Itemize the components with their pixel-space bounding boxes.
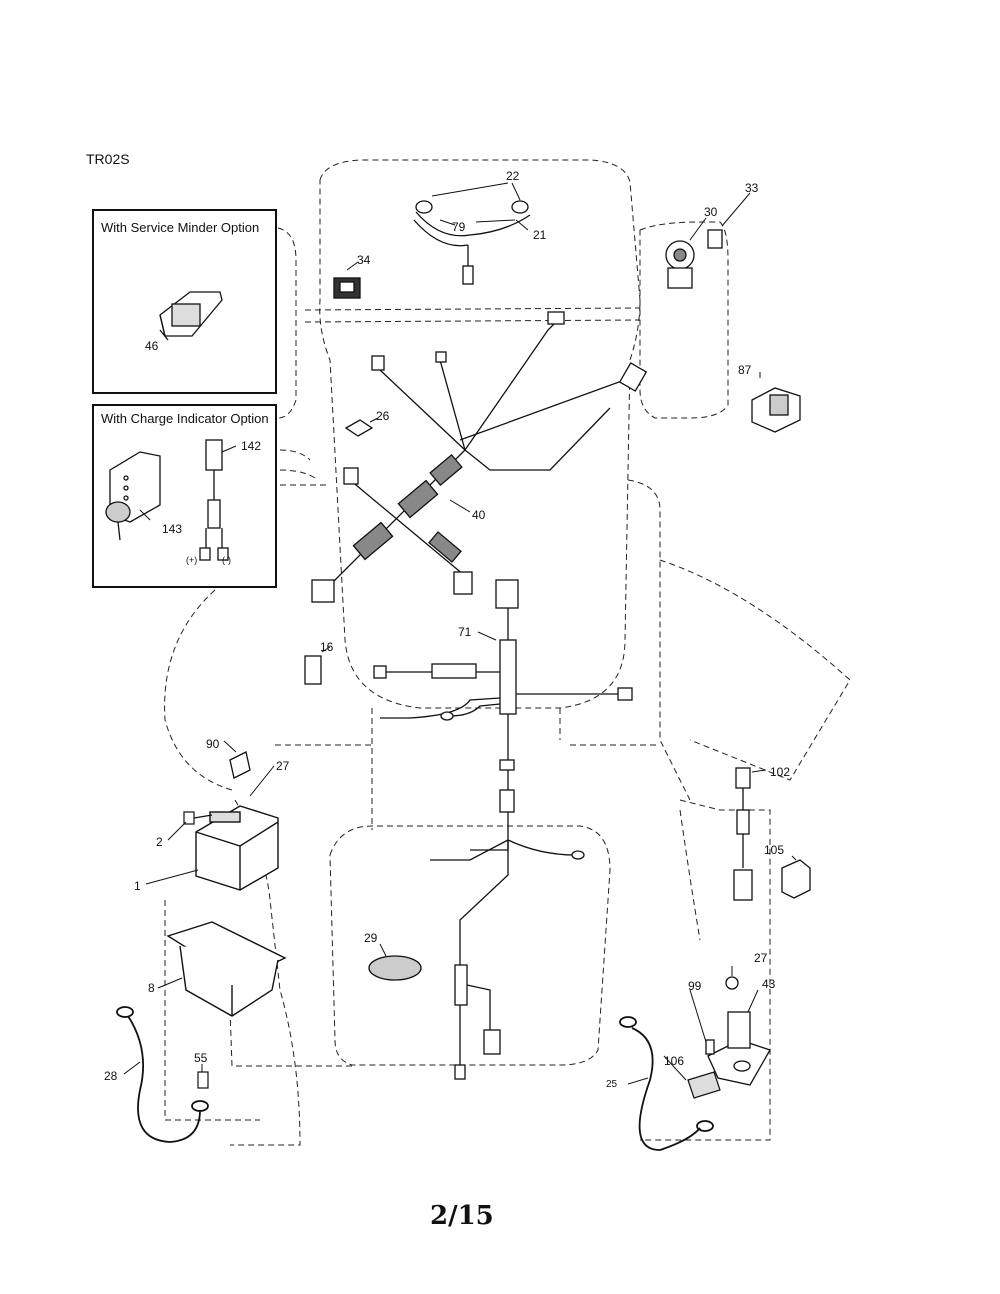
switch-34 bbox=[333, 277, 361, 299]
grommet-29 bbox=[368, 955, 422, 981]
battery-1 bbox=[195, 805, 279, 891]
ignition-switch-30 bbox=[665, 240, 695, 289]
bracket-106 bbox=[687, 1071, 721, 1099]
part-label-40: 40 bbox=[472, 508, 486, 522]
dash-panel-outline bbox=[277, 221, 729, 481]
plug-105 bbox=[781, 859, 811, 899]
fuse-holder-142 bbox=[199, 439, 229, 561]
part-label-30: 30 bbox=[704, 205, 718, 219]
service-minder-box bbox=[92, 209, 277, 394]
fuse-26 bbox=[344, 419, 374, 437]
plus-terminal-label: (+) bbox=[186, 555, 198, 565]
part-label-106: 106 bbox=[664, 1054, 685, 1068]
service-minder-part bbox=[159, 291, 223, 341]
hood-outline bbox=[304, 159, 641, 709]
part-label-55: 55 bbox=[194, 1051, 208, 1065]
bolt-2 bbox=[183, 811, 213, 825]
page-number: 2/15 bbox=[430, 1201, 494, 1231]
part-label-27-right: 27 bbox=[754, 951, 768, 965]
charge-indicator-box bbox=[92, 404, 277, 588]
bolt-55 bbox=[197, 1071, 209, 1089]
part-label-16: 16 bbox=[320, 640, 334, 654]
switch-16 bbox=[304, 655, 322, 685]
part-label-2: 2 bbox=[156, 835, 163, 849]
part-label-8: 8 bbox=[148, 981, 155, 995]
charge-indicator-title: With Charge Indicator Option bbox=[101, 411, 269, 426]
switch-102 bbox=[733, 767, 753, 901]
part-label-29: 29 bbox=[364, 931, 378, 945]
part-label-1: 1 bbox=[134, 879, 141, 893]
part-label-43: 43 bbox=[762, 977, 776, 991]
part-label-71: 71 bbox=[458, 625, 472, 639]
relay-87 bbox=[751, 387, 801, 433]
headlight-harness bbox=[413, 200, 531, 285]
part-label-105: 105 bbox=[764, 843, 785, 857]
minus-terminal-label: (-) bbox=[222, 555, 231, 565]
charge-indicator-part bbox=[105, 451, 161, 541]
chassis-outline bbox=[164, 479, 851, 1146]
part-label-90: 90 bbox=[206, 737, 220, 751]
service-minder-title: With Service Minder Option bbox=[101, 220, 260, 235]
part-label-102: 102 bbox=[770, 765, 791, 779]
part-label-33: 33 bbox=[745, 181, 759, 195]
leader-lines bbox=[123, 182, 797, 1085]
part-label-142: 142 bbox=[241, 439, 262, 453]
part-label-143: 143 bbox=[162, 522, 183, 536]
part-label-27-top: 27 bbox=[276, 759, 290, 773]
solenoid-43 bbox=[705, 976, 771, 1086]
part-label-28: 28 bbox=[104, 1069, 118, 1083]
part-label-26: 26 bbox=[376, 409, 390, 423]
part-label-87: 87 bbox=[738, 363, 752, 377]
part-label-21: 21 bbox=[533, 228, 547, 242]
battery-tray-8 bbox=[166, 921, 287, 1017]
key-clip-33 bbox=[707, 229, 723, 249]
diagram-id: TR02S bbox=[86, 151, 130, 167]
battery-cable-28 bbox=[116, 1006, 209, 1143]
main-harness-40 bbox=[311, 311, 648, 603]
part-label-25: 25 bbox=[606, 1079, 618, 1090]
part-label-79: 79 bbox=[452, 220, 466, 234]
plug-90 bbox=[229, 751, 251, 779]
part-label-46: 46 bbox=[145, 339, 159, 353]
battery-cable-25 bbox=[619, 1016, 714, 1151]
part-label-22: 22 bbox=[506, 169, 520, 183]
harness-71 bbox=[373, 579, 633, 1080]
part-label-34: 34 bbox=[357, 253, 371, 267]
part-label-99: 99 bbox=[688, 979, 702, 993]
